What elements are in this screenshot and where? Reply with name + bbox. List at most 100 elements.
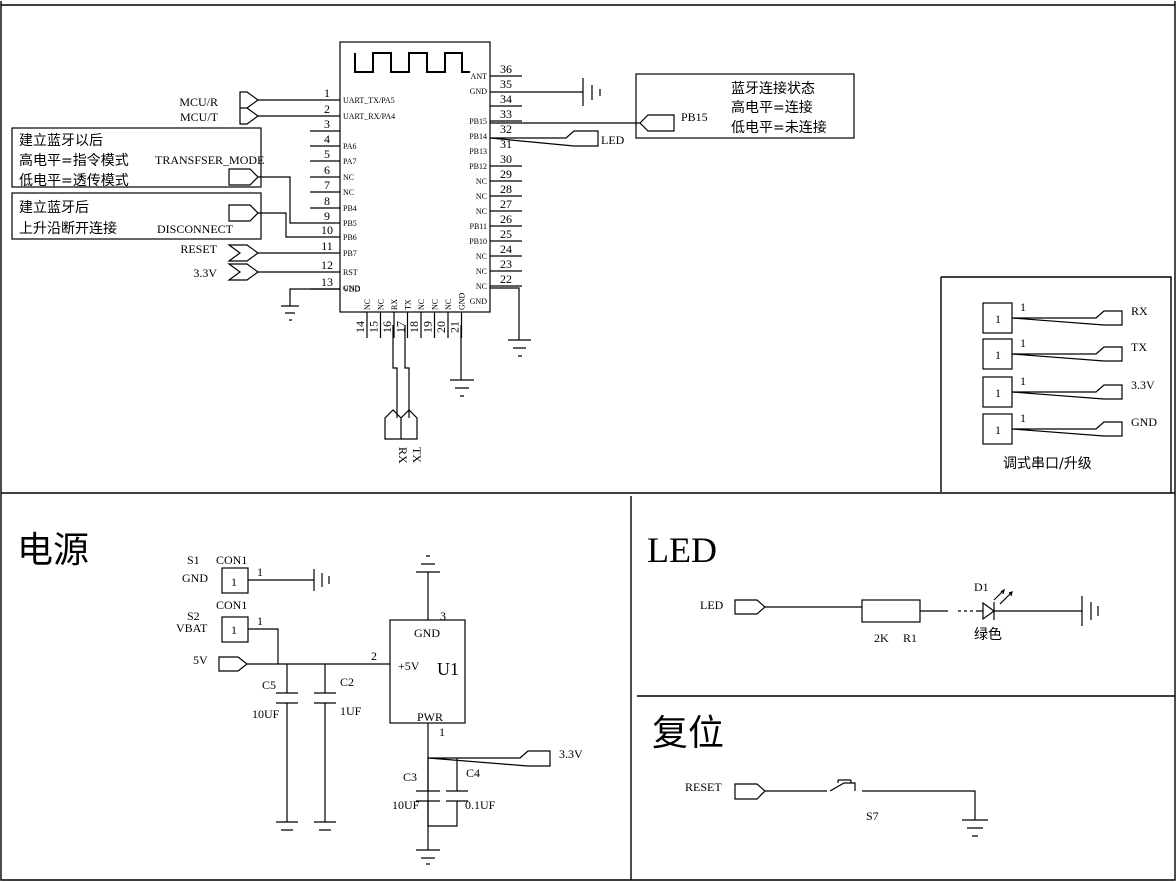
pin-name: PB5 xyxy=(343,219,357,228)
pin-name: TX xyxy=(404,299,413,310)
pin-number: 17 xyxy=(394,321,408,333)
note-line: 低电平=透传模式 xyxy=(19,173,129,189)
led-diode-icon xyxy=(976,601,1082,621)
net-label-mcu-r: MCU/R xyxy=(179,95,218,109)
debug-port-wire xyxy=(1011,384,1123,400)
debug-box-num: 1 xyxy=(995,386,1001,400)
switch-s7 xyxy=(829,782,856,792)
u1-ref: U1 xyxy=(437,659,459,679)
pin-number: 2 xyxy=(324,102,330,116)
pin-number: 5 xyxy=(324,147,330,161)
net-label-pb15: PB15 xyxy=(681,110,708,124)
pin-number: 3 xyxy=(324,117,330,131)
net-label-5v: 5V xyxy=(193,653,208,667)
u1-out-pin: PWR xyxy=(417,710,443,724)
c2-ref: C2 xyxy=(340,675,354,689)
debug-net-label: 3.3V xyxy=(1131,378,1155,392)
u1-pin2: 2 xyxy=(371,649,377,663)
pin-name: GND xyxy=(470,87,488,96)
pin-number: 35 xyxy=(500,77,512,91)
r1-ref: R1 xyxy=(903,631,917,645)
debug-pin-num: 1 xyxy=(1020,336,1026,350)
debug-net-label: GND xyxy=(1131,415,1157,429)
net-label-3v3-out: 3.3V xyxy=(559,747,583,761)
net-label-led-in: LED xyxy=(700,598,724,612)
module-right-pins: 36ANT35GND3433PB1532PB1431PB1330PB1229NC… xyxy=(469,62,522,306)
pin-name: RX xyxy=(390,299,399,310)
pin-name: NC xyxy=(431,299,440,310)
status-note-box xyxy=(635,73,855,139)
s1-box-num: 1 xyxy=(231,575,237,589)
s2-box-num: 1 xyxy=(231,623,237,637)
ground-symbol xyxy=(281,288,340,321)
pin-number: 25 xyxy=(500,227,512,241)
pin-name: PB14 xyxy=(469,132,487,141)
module-body xyxy=(339,41,491,313)
c2-value: 1UF xyxy=(340,704,362,718)
left-nets: MCU/R MCU/T RESET 3.3V xyxy=(179,91,340,321)
pin-name: GND xyxy=(458,292,467,310)
pin-name: VDD xyxy=(343,285,361,294)
u1-pin3: 3 xyxy=(440,609,446,623)
debug-port-wire xyxy=(1011,310,1123,326)
net-label-mcu-t: MCU/T xyxy=(180,110,219,124)
pin-number: 18 xyxy=(407,321,421,333)
pin-number: 27 xyxy=(500,197,512,211)
pin-number: 30 xyxy=(500,152,512,166)
r1-value: 2K xyxy=(874,631,889,645)
pin-name: NC xyxy=(476,177,487,186)
pin-name: PB15 xyxy=(469,117,487,126)
pin-number: 22 xyxy=(500,272,512,286)
pin-name: NC xyxy=(343,188,354,197)
pin-number: 10 xyxy=(321,223,333,237)
c3-ref: C3 xyxy=(403,770,417,784)
pin-name: NC xyxy=(444,299,453,310)
s7-ref: S7 xyxy=(866,809,879,823)
bluetooth-module: 1UART_TX/PA52UART_RX/PA434PA65PA76NC7NC8… xyxy=(310,41,522,338)
pin-number: 31 xyxy=(500,137,512,151)
c4-ref: C4 xyxy=(466,766,480,780)
pin-number: 6 xyxy=(324,163,330,177)
pin-number: 4 xyxy=(324,132,330,146)
pin-name: GND xyxy=(343,284,361,293)
pin-number: 21 xyxy=(448,321,462,333)
debug-net-label: TX xyxy=(1131,340,1147,354)
pin-name: PB10 xyxy=(469,237,487,246)
pin-number: 28 xyxy=(500,182,512,196)
debug-port-wire xyxy=(1011,421,1123,437)
net-label-reset: RESET xyxy=(180,242,217,256)
led-title: LED xyxy=(647,530,717,570)
s2-net: VBAT xyxy=(176,621,208,635)
debug-box-num: 1 xyxy=(995,423,1001,437)
d1-color: 绿色 xyxy=(974,626,1002,643)
pin-number: 24 xyxy=(500,242,512,256)
debug-port-caption: 调式串口/升级 xyxy=(1003,456,1092,472)
c3-value: 10UF xyxy=(392,798,420,812)
pin-number: 9 xyxy=(324,209,330,223)
note-line: 高电平=连接 xyxy=(731,99,813,116)
pin-name: PA7 xyxy=(343,157,357,166)
pin-name: UART_TX/PA5 xyxy=(343,96,395,105)
pin-number: 19 xyxy=(421,321,435,333)
pin-name: NC xyxy=(476,252,487,261)
pin-number: 15 xyxy=(367,321,381,333)
debug-pin-num: 1 xyxy=(1020,300,1026,314)
s2-pin: 1 xyxy=(257,614,263,628)
pin-name: PA6 xyxy=(343,142,357,151)
u1-in-pin: +5V xyxy=(398,659,420,673)
pin-number: 1 xyxy=(324,86,330,100)
pin-number: 11 xyxy=(321,239,333,253)
net-label-rx: RX xyxy=(396,447,410,464)
module-left-pins: 1UART_TX/PA52UART_RX/PA434PA65PA76NC7NC8… xyxy=(310,86,395,294)
pin-name: NC xyxy=(363,299,372,310)
pin-name: PB13 xyxy=(469,147,487,156)
pin-name: PB6 xyxy=(343,233,357,242)
led-section: LED LED 2K R1 D1 绿色 xyxy=(647,530,1099,645)
pin-name: NC xyxy=(476,207,487,216)
pin-number: 34 xyxy=(500,92,512,106)
pin-number: 14 xyxy=(353,321,367,333)
ground-symbol xyxy=(490,287,531,357)
pin-number: 13 xyxy=(321,275,333,289)
